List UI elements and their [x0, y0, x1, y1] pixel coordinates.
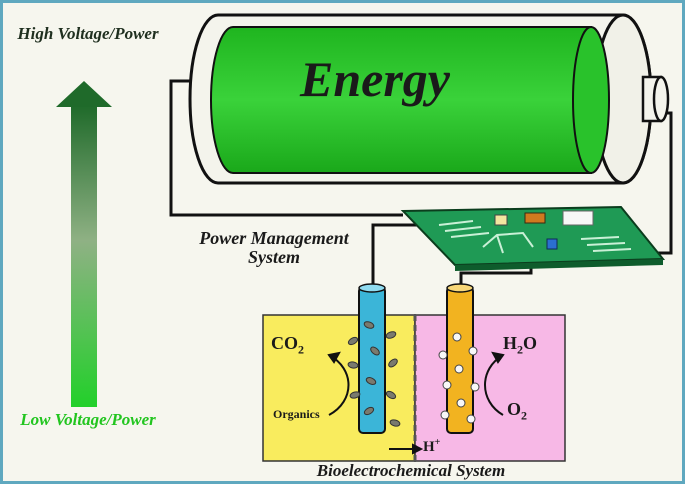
h2o-label: H2O [503, 333, 538, 357]
battery [188, 13, 670, 185]
low-voltage-label: Low Voltage/Power [20, 410, 156, 429]
diagram-graphics [56, 13, 673, 462]
co2-label: CO2 [271, 333, 304, 357]
cathode-reaction-arrow [484, 351, 505, 416]
bioelectrochemical-label: Bioelectrochemical System [316, 461, 506, 480]
anode-reaction-arrow [327, 351, 350, 416]
proton-arrow [389, 443, 424, 455]
high-voltage-label: High Voltage/Power [17, 24, 159, 43]
power-management-label: Power Management System [199, 228, 349, 267]
anode-electrode [347, 283, 401, 434]
voltage-arrow [56, 81, 112, 407]
bioelectrochemical-cell [262, 314, 566, 462]
organics-label: Organics [273, 407, 320, 421]
power-management-board [400, 205, 666, 271]
proton-label: H+ [423, 437, 441, 455]
energy-label: Energy [300, 51, 450, 107]
cathode-electrode [438, 283, 480, 434]
o2-label: O2 [507, 399, 528, 423]
